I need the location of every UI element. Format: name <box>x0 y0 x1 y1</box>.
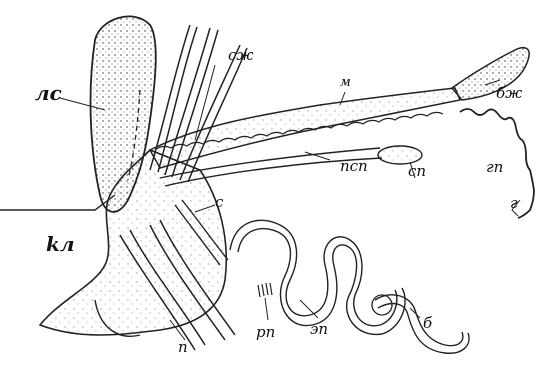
intestine-loop <box>230 220 397 325</box>
label-kl: kл <box>46 234 75 254</box>
intestine-loop-b <box>238 229 405 335</box>
rp-hatch <box>258 283 272 297</box>
loop-coil <box>372 295 392 315</box>
label-rp: рп <box>256 325 275 340</box>
label-sp: сп <box>408 164 426 179</box>
leader-rp <box>265 298 268 320</box>
label-gp: гп <box>486 160 503 175</box>
label-ep: эп <box>310 322 328 337</box>
label-bz: бж <box>496 86 522 101</box>
label-sz: сж <box>228 48 253 63</box>
label-ls: лс <box>35 83 62 103</box>
label-g: г <box>510 196 518 211</box>
tube-upper-3b <box>188 48 247 182</box>
label-s: с <box>215 195 223 210</box>
label-b: б <box>423 316 432 331</box>
label-p: п <box>178 340 188 355</box>
label-psp: псп <box>340 159 368 174</box>
label-m: м <box>340 76 351 89</box>
body-edge-line <box>0 195 115 210</box>
